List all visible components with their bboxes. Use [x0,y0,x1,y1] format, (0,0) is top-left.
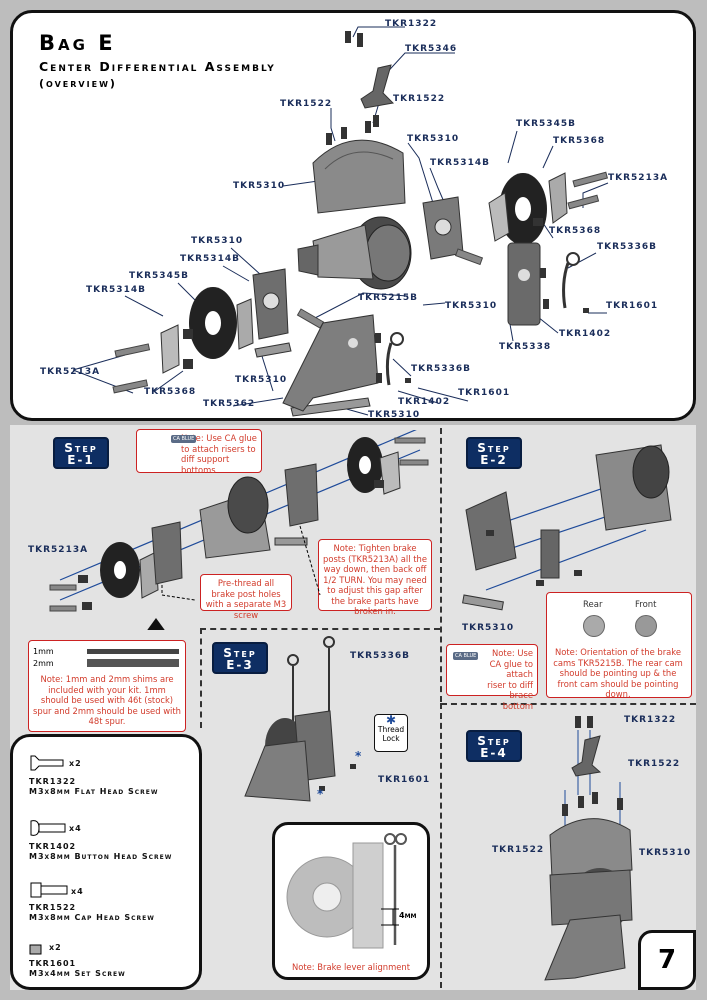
label-tkr5213a: TKR5213A [608,173,669,183]
label-tkr5368: TKR5368 [553,136,606,146]
page-number: 7 [638,930,696,990]
label-tkr5310: TKR5310 [462,623,515,633]
hardware-desc: M3x8mm Cap Head Screw [29,913,155,922]
shim-2mm-icon [87,659,179,667]
step-e3-diagram: * * [244,636,362,802]
note-tighten-brake-posts: Note: Tighten brake posts (TKR5213A) all… [318,539,432,616]
label-tkr5345b: TKR5345B [129,271,189,281]
hardware-desc: M3x8mm Flat Head Screw [29,787,159,796]
label-tkr5310: TKR5310 [235,375,288,385]
alignment-illustration [286,833,407,949]
label-tkr5336b: TKR5336B [597,242,657,252]
step-e4-diagram [544,716,633,981]
divider [440,703,442,988]
brake-cam-note: Note: Orientation of the brake cams TKR5… [553,647,683,699]
set-screw-icon [29,941,43,960]
step-e4-badge: Step E-4 [466,730,522,762]
brake-cam-orientation-box: Rear Front Note: Orientation of the brak… [546,592,692,699]
label-tkr1402: TKR1402 [559,329,612,339]
label-tkr5345b: TKR5345B [516,119,576,129]
label-tkr1522: TKR1522 [393,94,446,104]
shim-2mm-label: 2mm [33,659,54,668]
step-e3-badge: Step E-3 [212,642,268,674]
label-tkr5314b: TKR5314B [86,285,146,295]
label-tkr5310: TKR5310 [233,181,286,191]
label-tkr5213a: TKR5213A [28,545,89,555]
label-tkr1601: TKR1601 [378,775,431,785]
svg-text:*: * [317,787,324,801]
overview-panel: Bag E Center Differential Assembly (over… [10,10,696,421]
note-ca-glue-risers: CA BLUE Note: Use CA glue to attach rise… [136,429,262,475]
label-tkr5310: TKR5310 [191,236,244,246]
label-tkr5338: TKR5338 [499,342,552,352]
front-label: Front [635,600,657,610]
label-tkr1322: TKR1322 [385,19,438,29]
label-tkr1402: TKR1402 [398,397,451,407]
hardware-code: TKR1522 [29,903,77,912]
label-tkr5213a: TKR5213A [40,367,101,377]
label-tkr5215b: TKR5215B [358,293,418,303]
cap-head-screw-icon [29,881,69,903]
label-tkr5310: TKR5310 [445,301,498,311]
brake-lever-alignment-detail: 4mm Note: Brake lever alignment [272,822,430,980]
shim-1mm-label: 1mm [33,647,54,656]
rear-cam-icon [583,615,605,637]
dimension-label: 4mm [399,911,417,920]
label-tkr5346: TKR5346 [405,44,458,54]
label-tkr5310: TKR5310 [368,410,421,420]
hardware-qty: x4 [71,887,84,896]
ca-blue-badge: CA BLUE [171,435,197,443]
label-tkr1522: TKR1522 [492,845,545,855]
svg-text:*: * [355,749,362,763]
hardware-panel: x2 TKR1322 M3x8mm Flat Head Screw x4 TKR… [10,734,202,990]
thread-lock-callout: ✱ Thread Lock [374,714,408,752]
front-cam-icon [635,615,657,637]
page-subtitle: (overview) [39,77,117,90]
button-head-screw-icon [29,819,69,841]
divider [200,628,440,630]
shim-note-text: Note: 1mm and 2mm shims are included wit… [33,674,181,726]
step-e2-diagram [462,444,672,611]
hardware-desc: M3x4mm Set Screw [29,969,126,978]
note-prethread: Pre-thread all brake post holes with a s… [200,574,292,620]
label-tkr5368: TKR5368 [144,387,197,397]
label-tkr1601: TKR1601 [606,301,659,311]
hardware-code: TKR1402 [29,842,77,851]
hardware-qty: x2 [49,943,62,952]
step-e2-badge: Step E-2 [466,437,522,469]
rear-label: Rear [583,600,603,610]
hardware-desc: M3x8mm Button Head Screw [29,852,173,861]
divider [440,428,442,702]
shim-note-box: 1mm 2mm Note: 1mm and 2mm shims are incl… [28,640,186,732]
flat-head-screw-icon [29,755,65,775]
label-tkr5368: TKR5368 [549,226,602,236]
label-tkr1601: TKR1601 [458,388,511,398]
hardware-qty: x2 [69,759,82,768]
step-e1-badge: Step E-1 [53,437,109,469]
hardware-qty: x4 [69,824,82,833]
label-tkr1322: TKR1322 [624,715,677,725]
label-tkr5314b: TKR5314B [180,254,240,264]
label-tkr1522: TKR1522 [628,759,681,769]
ca-blue-badge: CA BLUE [453,652,479,660]
step-e1-diagram [49,430,429,630]
label-tkr5310: TKR5310 [639,848,692,858]
bag-title: Bag E [39,31,116,55]
hardware-code: TKR1601 [29,959,77,968]
note-ca-glue-riser: CA BLUE Note: Use CA glue to attach rise… [446,644,538,711]
label-tkr5314b: TKR5314B [430,158,490,168]
asterisk-icon: ✱ [385,713,397,727]
label-tkr5310: TKR5310 [407,134,460,144]
label-tkr5336b: TKR5336B [411,364,471,374]
label-tkr5362: TKR5362 [203,399,256,409]
label-tkr1522: TKR1522 [280,99,333,109]
divider [441,703,696,705]
page-title: Center Differential Assembly [39,59,276,74]
alignment-note: Note: Brake lever alignment [291,962,410,972]
label-tkr5336b: TKR5336B [350,651,410,661]
divider [200,628,202,728]
exploded-overview-diagram [72,26,609,417]
shim-1mm-icon [87,649,179,654]
hardware-code: TKR1322 [29,777,77,786]
